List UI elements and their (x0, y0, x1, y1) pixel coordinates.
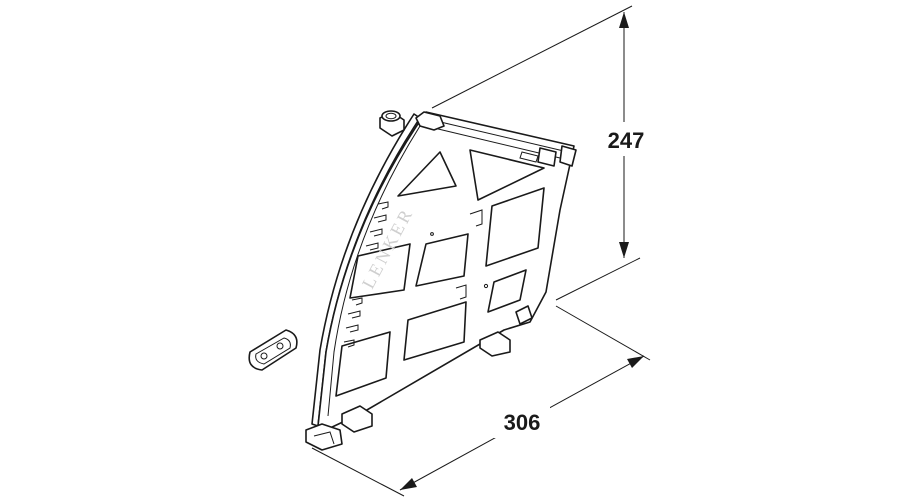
width-dimension: 306 (311, 305, 651, 497)
foot-right (479, 331, 511, 357)
window-right-upper (485, 187, 545, 267)
height-dimension: 247 (431, 5, 654, 301)
partition-plate (305, 111, 577, 451)
window-bottom-left (335, 331, 391, 397)
height-label: 247 (608, 128, 645, 153)
window-triangle-right (469, 149, 545, 201)
hook-slots (343, 201, 489, 348)
foot-left (305, 423, 343, 451)
foot-middle (341, 405, 373, 433)
connector-clip (248, 329, 298, 371)
window-bottom-center (403, 301, 467, 361)
width-label: 306 (504, 410, 541, 435)
window-right-lower (487, 269, 527, 313)
window-triangle-left (397, 151, 457, 197)
window-center (415, 233, 469, 287)
bushing-part (379, 110, 405, 137)
window-left-mid (349, 243, 411, 299)
